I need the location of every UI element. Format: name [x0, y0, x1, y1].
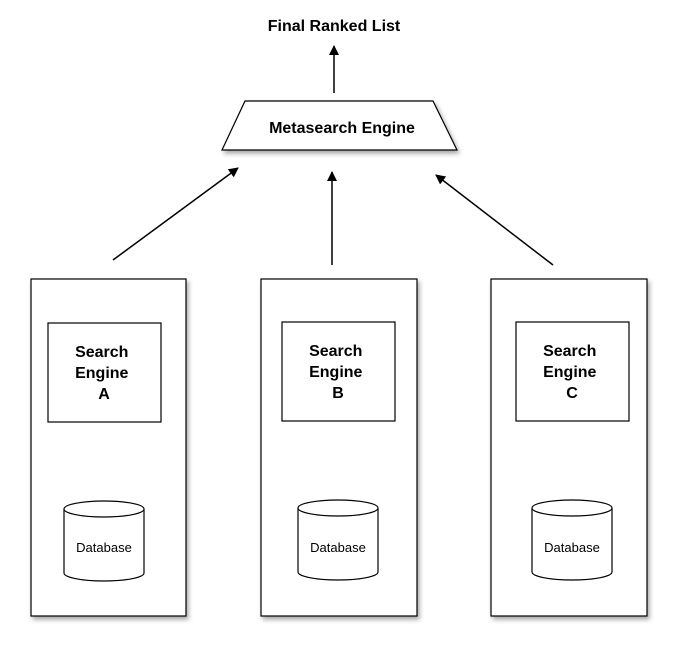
metasearch-engine-label: Metasearch Engine — [269, 120, 415, 137]
search-engine-a-line-1: Search — [75, 344, 128, 361]
search-engine-b-line-1: Search — [309, 343, 362, 360]
engine-c-container: Search Engine C Database — [490, 278, 648, 617]
search-engine-c-box — [515, 321, 630, 422]
search-engine-c-label: Search Engine C — [543, 343, 601, 402]
metasearch-engine-node — [221, 100, 458, 151]
search-engine-c-line-2: Engine — [543, 364, 596, 381]
search-engine-b-line-2: Engine — [309, 364, 362, 381]
search-engine-a-line-2: Engine — [75, 365, 128, 382]
database-a-label: Database — [76, 540, 132, 555]
arrow-engine-a-to-metasearch — [112, 167, 239, 261]
search-engine-a-line-3: A — [98, 386, 110, 403]
arrow-engine-c-to-metasearch — [435, 174, 554, 266]
search-engine-b-label: Search Engine B — [309, 343, 367, 402]
search-engine-c-line-3: C — [566, 385, 578, 402]
search-engine-a-box — [47, 322, 162, 423]
database-c-cylinder — [531, 499, 613, 581]
engine-b-container: Search Engine B Database — [260, 278, 418, 617]
search-engine-c-line-1: Search — [543, 343, 596, 360]
database-a-cylinder — [63, 500, 145, 582]
database-b-cylinder — [297, 499, 379, 581]
search-engine-a-label: Search Engine A — [75, 344, 133, 403]
search-engine-b-line-3: B — [332, 385, 344, 402]
database-c-label: Database — [544, 540, 600, 555]
search-engine-b-box — [281, 321, 396, 422]
final-ranked-list-label: Final Ranked List — [268, 18, 401, 35]
database-b-label: Database — [310, 540, 366, 555]
engine-a-container: Search Engine A Database — [30, 278, 187, 617]
